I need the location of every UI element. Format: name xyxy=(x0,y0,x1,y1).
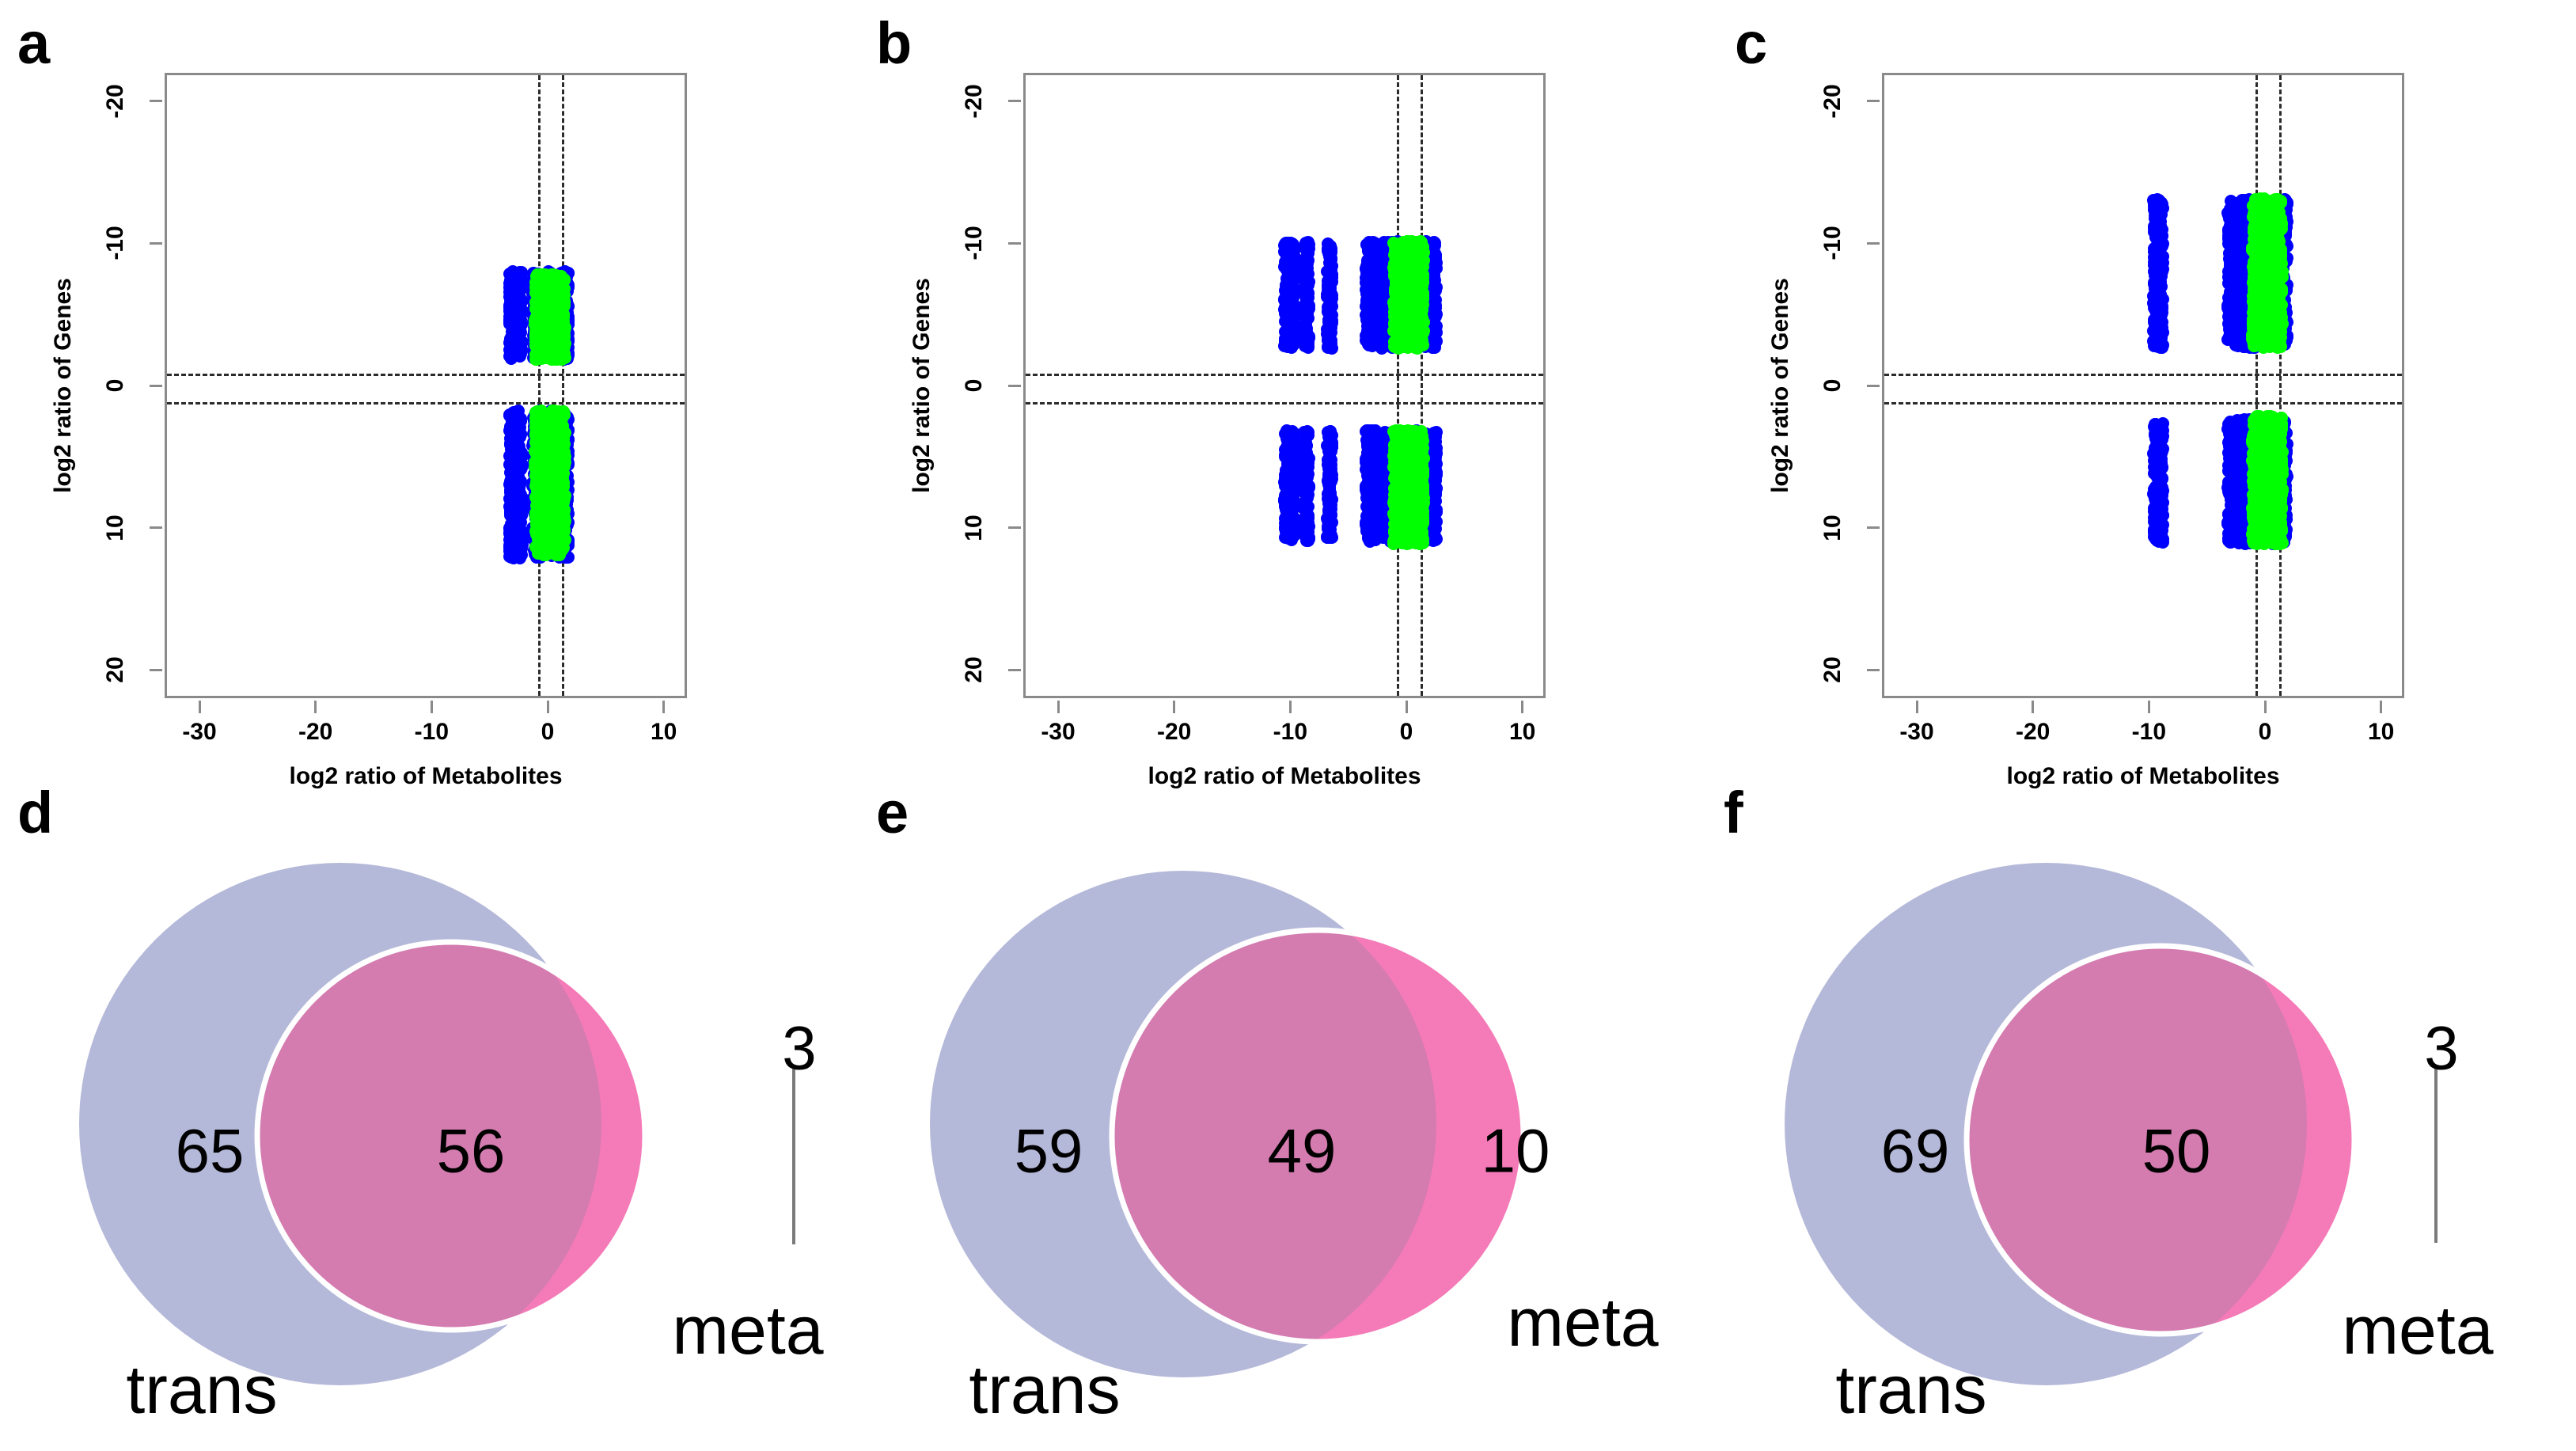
gene-point xyxy=(514,487,526,499)
gene-point xyxy=(1429,463,1442,476)
plot-area xyxy=(1026,75,1543,696)
metabolite-point xyxy=(554,291,567,304)
plot-area xyxy=(167,75,685,696)
threshold-line-vertical xyxy=(562,75,564,696)
gene-point xyxy=(1284,238,1297,251)
gene-point xyxy=(1300,526,1313,538)
gene-point xyxy=(515,318,528,331)
gene-point xyxy=(1299,446,1311,459)
gene-point xyxy=(1299,302,1311,314)
threshold-line-horizontal xyxy=(1026,374,1543,376)
gene-point xyxy=(514,283,527,296)
y-axis-tick xyxy=(150,669,162,671)
x-axis-tick xyxy=(431,701,433,713)
panel-letter-a: a xyxy=(17,14,50,73)
x-axis-tick-label: 10 xyxy=(651,719,677,746)
gene-point xyxy=(511,549,524,561)
gene-point xyxy=(1287,290,1299,302)
x-axis-tick-label: -20 xyxy=(298,719,332,746)
y-axis-tick xyxy=(150,385,162,387)
gene-point xyxy=(512,405,525,417)
gene-point xyxy=(514,475,527,488)
gene-point xyxy=(1326,469,1338,481)
x-axis-tick-label: -10 xyxy=(415,719,449,746)
y-axis-tick xyxy=(150,526,162,529)
metabolite-point xyxy=(558,503,571,516)
metabolite-point xyxy=(556,353,568,366)
plot-frame xyxy=(165,73,687,698)
y-axis-tick-label: 10 xyxy=(102,515,129,541)
gene-point xyxy=(1286,480,1299,492)
gene-point xyxy=(1302,329,1315,342)
gene-point xyxy=(1302,500,1315,513)
gene-point xyxy=(1285,456,1298,469)
panel-letter-b: b xyxy=(876,14,912,73)
y-axis-title: log2 ratio of Genes xyxy=(50,278,77,493)
gene-point xyxy=(1429,431,1442,443)
x-axis-tick xyxy=(662,701,665,713)
plot-frame xyxy=(1023,73,1546,698)
gene-point xyxy=(1301,425,1314,438)
threshold-line-horizontal xyxy=(167,374,685,376)
gene-point xyxy=(514,428,527,441)
threshold-line-vertical xyxy=(1421,75,1423,696)
x-axis-tick xyxy=(314,701,317,713)
metabolite-point xyxy=(558,525,571,537)
threshold-line-vertical xyxy=(538,75,541,696)
metabolite-point xyxy=(555,329,567,342)
gene-point xyxy=(1429,534,1442,546)
gene-point xyxy=(1324,245,1337,258)
y-axis-tick-label: 20 xyxy=(102,656,129,682)
threshold-line-horizontal xyxy=(1026,402,1543,405)
gene-point xyxy=(1324,302,1337,314)
gene-point xyxy=(1323,512,1336,525)
gene-point xyxy=(1428,247,1441,260)
x-axis-tick xyxy=(547,701,549,713)
threshold-line-horizontal xyxy=(167,402,685,405)
y-axis-tick-label: -20 xyxy=(102,84,129,118)
gene-point xyxy=(1429,451,1442,464)
x-axis-tick xyxy=(199,701,201,713)
y-axis-tick-label: -10 xyxy=(102,226,129,260)
x-axis-tick-label: -30 xyxy=(182,719,216,746)
gene-point xyxy=(1324,324,1337,336)
y-axis-tick xyxy=(150,242,162,245)
y-axis-tick-label: 0 xyxy=(102,379,129,393)
metabolite-point xyxy=(558,408,571,421)
gene-point xyxy=(1301,242,1314,255)
metabolite-point xyxy=(556,431,569,444)
y-axis-tick xyxy=(150,100,162,102)
x-axis-tick-label: 0 xyxy=(541,719,555,746)
threshold-line-vertical xyxy=(1397,75,1399,696)
gene-point xyxy=(1325,454,1337,466)
metabolite-point xyxy=(552,444,565,457)
gene-point xyxy=(1430,515,1443,528)
gene-point xyxy=(1324,431,1337,444)
